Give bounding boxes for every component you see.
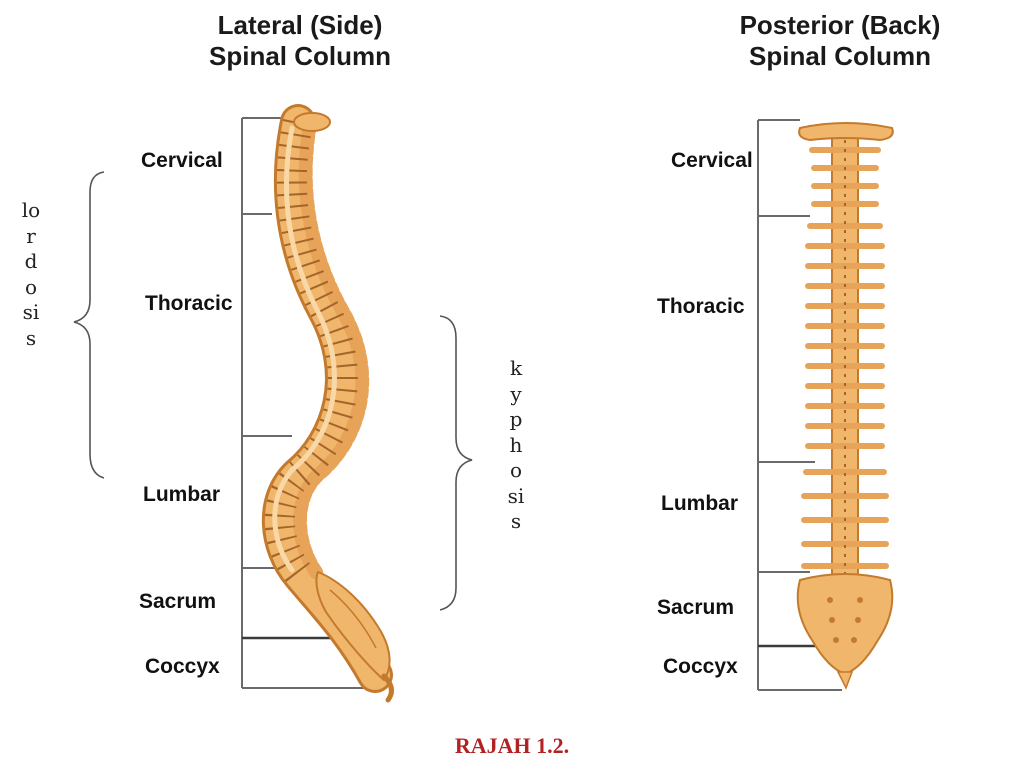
lateral-label-coccyx: Coccyx (142, 655, 223, 679)
posterior-label-lumbar: Lumbar (658, 492, 742, 516)
posterior-title-line2: Spinal Column (749, 41, 931, 71)
lateral-label-lumbar: Lumbar (140, 483, 224, 507)
kyphosis-label: kyphosis (507, 356, 525, 533)
posterior-spine (796, 122, 894, 690)
posterior-label-thoracic: Thoracic (654, 295, 748, 319)
lateral-title-line1: Lateral (Side) (217, 10, 383, 40)
lateral-title: Lateral (Side) Spinal Column (150, 10, 450, 72)
lateral-label-sacrum: Sacrum (136, 590, 220, 614)
lordosis-label: lordosis (21, 198, 41, 350)
lateral-title-line2: Spinal Column (209, 41, 391, 71)
posterior-title-line1: Posterior (Back) (739, 10, 941, 40)
posterior-label-coccyx: Coccyx (660, 655, 741, 679)
lordosis-brace (73, 171, 105, 479)
posterior-label-cervical: Cervical (668, 149, 756, 173)
kyphosis-brace (439, 315, 473, 611)
lateral-spine (261, 104, 394, 703)
lateral-label-thoracic: Thoracic (142, 292, 236, 316)
figure-caption: RAJAH 1.2. (454, 733, 570, 758)
posterior-label-sacrum: Sacrum (654, 596, 738, 620)
lateral-label-cervical: Cervical (138, 149, 226, 173)
posterior-title: Posterior (Back) Spinal Column (690, 10, 990, 72)
